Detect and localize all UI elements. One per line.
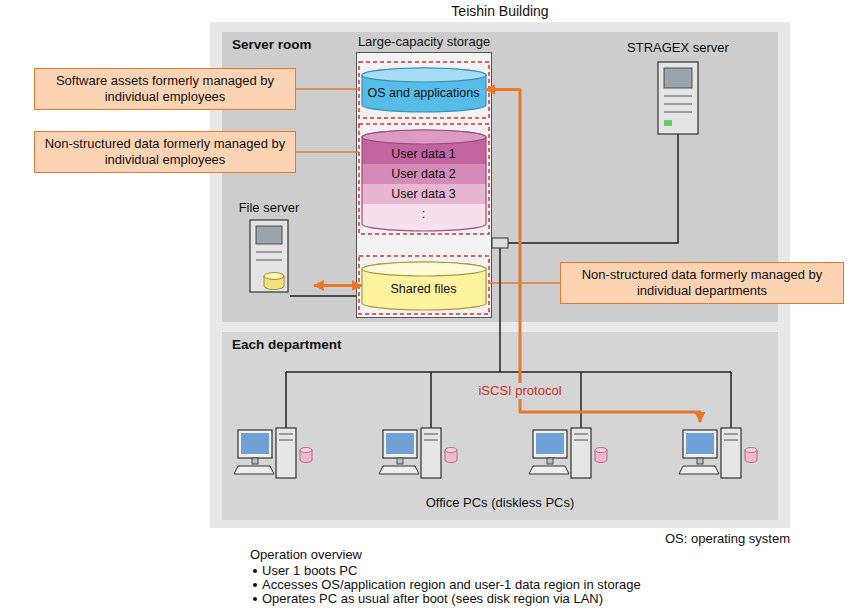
callout-box: Software assets formerly managed by indi… [34,68,296,110]
callout-box: Non-structured data formerly managed by … [560,262,844,304]
region-label: Shared files [390,279,456,299]
group-label: Office PCs (diskless PCs) [232,495,768,510]
list-item: Operates PC as usual after boot (sees di… [262,591,603,606]
region-outline [359,124,489,234]
region-outline [359,62,489,118]
lan-wire [499,248,501,372]
pc-icon [234,428,312,478]
connector-arrow [314,284,362,287]
lan-wire [290,295,356,297]
server-node: STRAGEX server [620,40,736,136]
server-icon [658,62,698,134]
storage-cylinder: User data 1User data 2User data 3: [362,130,486,231]
network-port [492,238,508,248]
panel-heading: Each department [232,337,342,352]
server-label: STRAGEX server [590,40,766,55]
callout-box: Non-structured data formerly managed by … [34,131,296,173]
region-label: : [422,204,425,224]
storage-cylinder: OS and applications [362,68,486,112]
storage-label: Large-capacity storage [297,34,551,49]
list-item: Accesses OS/application region and user-… [262,577,641,592]
connector-arrow [486,90,701,423]
server-icon [250,220,288,292]
region-label: User data 1 [391,144,456,164]
storage-cylinder: Shared files [362,262,486,310]
building-title: Teishin Building [210,3,790,19]
region-label: OS and applications [368,83,480,103]
panel-heading: Server room [232,37,312,52]
storage-box: Large-capacity storageOS and application… [356,52,492,318]
region-label: User data 2 [391,164,456,184]
list-heading: Operation overview [250,547,362,562]
pc-group: Office PCs (diskless PCs) [232,422,768,516]
callout-text: Software assets formerly managed by indi… [43,73,287,105]
pc-icon [679,428,757,478]
callout-text: Non-structured data formerly managed by … [569,267,835,299]
region-outline [359,256,489,314]
leader-line [296,88,359,90]
pc-icon [529,428,607,478]
pc-icon [379,428,457,478]
room-panel: Each departmentOffice PCs (diskless PCs) [222,332,778,520]
list-item: User 1 boots PC [262,563,357,578]
region-label: User data 3 [391,184,456,204]
footnote: OS: operating system [665,531,790,546]
lan-drop [286,372,731,428]
callout-text: Non-structured data formerly managed by … [43,136,287,168]
server-node: File server [224,200,314,300]
leader-line [296,151,359,153]
leader-line [489,282,560,284]
lan-wire [508,134,678,243]
edge-label: iSCSI protocol [474,383,565,399]
server-label: File server [194,200,344,215]
lan-bus [286,371,731,373]
